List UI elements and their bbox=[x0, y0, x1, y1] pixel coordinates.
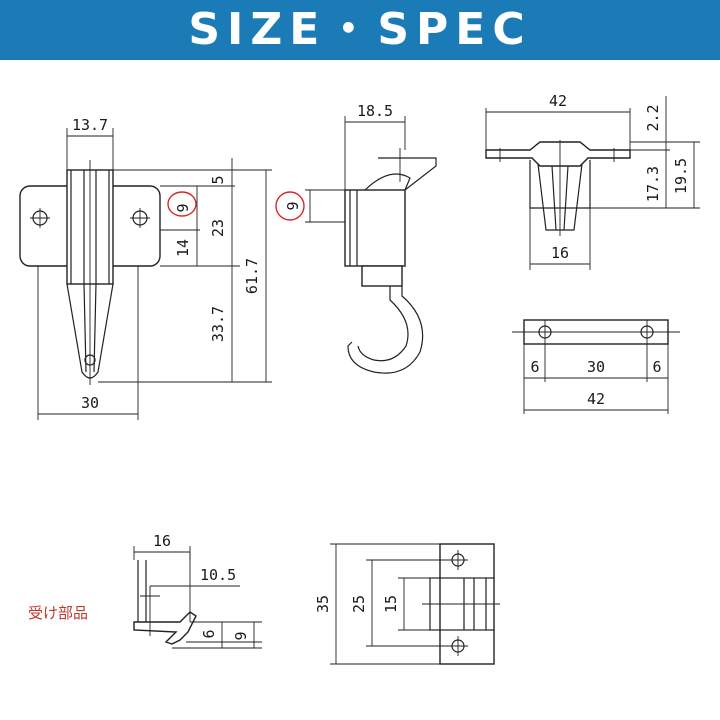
dim-receiver-10-5: 10.5 bbox=[200, 566, 236, 584]
dim-plate-left: 6 bbox=[530, 358, 539, 376]
dim-side-9: 9 bbox=[284, 201, 302, 210]
side-view: 18.5 9 bbox=[275, 102, 437, 374]
dim-front-61-7: 61.7 bbox=[243, 258, 261, 294]
dim-receiver-9: 9 bbox=[232, 631, 250, 640]
dim-front-33-7: 33.7 bbox=[209, 306, 227, 342]
dim-plate-total: 42 bbox=[587, 390, 605, 408]
dim-top-16: 16 bbox=[551, 244, 569, 262]
top-flange bbox=[485, 141, 631, 167]
receiver-bracket bbox=[133, 611, 197, 645]
highlight-side-9 bbox=[275, 191, 305, 221]
highlight-front-9 bbox=[167, 191, 197, 217]
dim-receiver-25: 25 bbox=[350, 595, 368, 613]
side-hook bbox=[347, 286, 424, 374]
dim-top-2-2: 2.2 bbox=[644, 104, 662, 131]
dim-front-5: 5 bbox=[209, 175, 227, 184]
dim-front-14: 14 bbox=[174, 239, 192, 257]
dim-front-base-width: 30 bbox=[81, 394, 99, 412]
dim-top-17-3: 17.3 bbox=[644, 166, 662, 202]
dim-front-23: 23 bbox=[209, 219, 227, 237]
dim-plate-mid: 30 bbox=[587, 358, 605, 376]
header-banner: SIZE・SPEC bbox=[0, 0, 720, 60]
dim-front-9: 9 bbox=[174, 203, 192, 212]
dim-plate-right: 6 bbox=[652, 358, 661, 376]
plate-view: 6 30 6 42 bbox=[512, 319, 680, 414]
dim-side-width: 18.5 bbox=[357, 102, 393, 120]
receiver-front-view: 35 25 15 bbox=[314, 543, 500, 665]
dim-top-width: 42 bbox=[549, 92, 567, 110]
dim-receiver-15: 15 bbox=[382, 595, 400, 613]
dim-receiver-35: 35 bbox=[314, 595, 332, 613]
side-neck bbox=[361, 265, 403, 287]
front-view: 13.7 30 5 23 9 14 33.7 61.7 bbox=[19, 116, 272, 420]
receiver-side-view: 受け部品 16 10.5 6 9 bbox=[28, 532, 262, 649]
side-latch-body bbox=[344, 189, 406, 267]
top-view: 42 2.2 17.3 19.5 16 bbox=[485, 92, 700, 270]
dim-front-top-width: 13.7 bbox=[72, 116, 108, 134]
receiver-label: 受け部品 bbox=[28, 604, 88, 622]
dim-receiver-width: 16 bbox=[153, 532, 171, 550]
dim-receiver-6: 6 bbox=[200, 629, 218, 638]
page-title: SIZE・SPEC bbox=[188, 4, 532, 55]
dim-top-19-5: 19.5 bbox=[672, 158, 690, 194]
